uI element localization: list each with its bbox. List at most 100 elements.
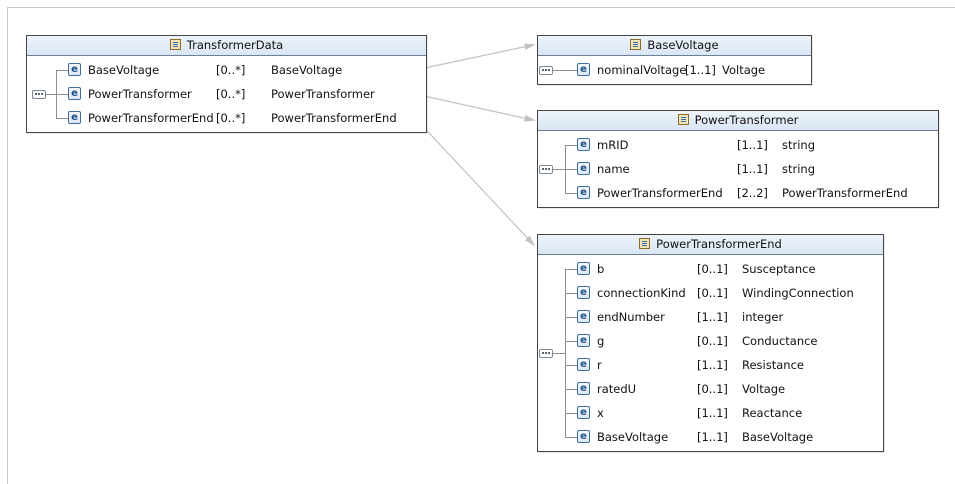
tree-branch-line	[565, 317, 577, 318]
row-cardinality: [1..1]	[737, 162, 768, 176]
row-cardinality: [1..1]	[737, 138, 768, 152]
tree-branch-line	[565, 145, 577, 146]
complex-type-icon	[677, 114, 689, 125]
element-e-icon: e	[577, 430, 590, 443]
element-header[interactable]: TransformerData	[27, 36, 426, 56]
tree-branch-line	[565, 269, 577, 270]
element-e-icon: e	[577, 334, 590, 347]
sequence-stub-line	[553, 353, 565, 354]
row-name: mRID	[597, 138, 629, 152]
element-title: PowerTransformer	[694, 113, 799, 127]
row-name: g	[597, 334, 605, 348]
tree-branch-line	[565, 365, 577, 366]
row-cardinality: [1..1]	[697, 406, 728, 420]
element-title: BaseVoltage	[647, 38, 719, 52]
tree-branch-line	[565, 437, 577, 438]
element-e-icon: e	[577, 382, 590, 395]
row-cardinality: [1..1]	[697, 310, 728, 324]
row-name: ratedU	[597, 382, 637, 396]
complex-type-icon	[639, 238, 651, 249]
element-e-icon: e	[68, 87, 81, 100]
element-row[interactable]: e BaseVoltage [1..1] BaseVoltage	[538, 425, 883, 449]
element-e-icon: e	[577, 286, 590, 299]
tree-branch-line	[565, 293, 577, 294]
element-title: TransformerData	[186, 38, 284, 52]
row-name: PowerTransformerEnd	[88, 111, 214, 125]
tree-branch-line	[56, 118, 68, 119]
element-e-icon: e	[577, 162, 590, 175]
row-type: integer	[742, 310, 784, 324]
tree-branch-line	[565, 70, 577, 71]
row-cardinality: [1..1]	[685, 63, 716, 77]
element-e-icon: e	[577, 310, 590, 323]
row-type: Voltage	[722, 63, 766, 77]
element-e-icon: e	[577, 186, 590, 199]
row-cardinality: [0..*]	[216, 87, 246, 101]
tree-trunk-line	[565, 269, 566, 437]
row-name: endNumber	[597, 310, 665, 324]
sequence-compositor-icon[interactable]	[539, 66, 553, 75]
row-name: b	[597, 262, 605, 276]
row-cardinality: [1..1]	[697, 358, 728, 372]
row-type: Susceptance	[742, 262, 816, 276]
row-type: Resistance	[742, 358, 804, 372]
row-cardinality: [0..1]	[697, 262, 728, 276]
row-name: nominalVoltage	[597, 63, 687, 77]
row-cardinality: [1..1]	[697, 430, 728, 444]
row-cardinality: [2..2]	[737, 186, 768, 200]
row-type: BaseVoltage	[742, 430, 814, 444]
complex-type-icon	[169, 39, 181, 50]
sequence-compositor-icon[interactable]	[32, 90, 46, 99]
row-type: Reactance	[742, 406, 803, 420]
sequence-compositor-icon[interactable]	[539, 349, 553, 358]
element-e-icon: e	[577, 138, 590, 151]
row-name: connectionKind	[597, 286, 686, 300]
row-type: Voltage	[742, 382, 786, 396]
complex-type-icon	[630, 39, 642, 50]
row-name: name	[597, 162, 630, 176]
element-e-icon: e	[577, 358, 590, 371]
tree-branch-line	[565, 169, 577, 170]
element-header[interactable]: PowerTransformer	[538, 111, 938, 131]
tree-branch-line	[56, 70, 68, 71]
row-cardinality: [0..1]	[697, 334, 728, 348]
row-type: WindingConnection	[742, 286, 854, 300]
sequence-stub-line	[553, 169, 565, 170]
element-e-icon: e	[68, 111, 81, 124]
row-name: r	[597, 358, 602, 372]
tree-branch-line	[565, 413, 577, 414]
row-type: string	[782, 138, 816, 152]
sequence-stub-line	[46, 94, 56, 95]
row-type: PowerTransformer	[271, 87, 375, 101]
row-name: PowerTransformerEnd	[597, 186, 723, 200]
sequence-compositor-icon[interactable]	[539, 165, 553, 174]
row-name: BaseVoltage	[88, 63, 160, 77]
tree-branch-line	[565, 389, 577, 390]
row-name: PowerTransformer	[88, 87, 192, 101]
element-row[interactable]: e endNumber [1..1] integer	[538, 305, 883, 329]
element-header[interactable]: BaseVoltage	[538, 36, 811, 56]
element-row[interactable]: e PowerTransformer [0..*] PowerTransformer	[27, 82, 426, 106]
row-type: PowerTransformerEnd	[271, 111, 397, 125]
row-name: BaseVoltage	[597, 430, 669, 444]
element-header[interactable]: PowerTransformerEnd	[538, 235, 883, 255]
element-title: PowerTransformerEnd	[656, 237, 782, 251]
